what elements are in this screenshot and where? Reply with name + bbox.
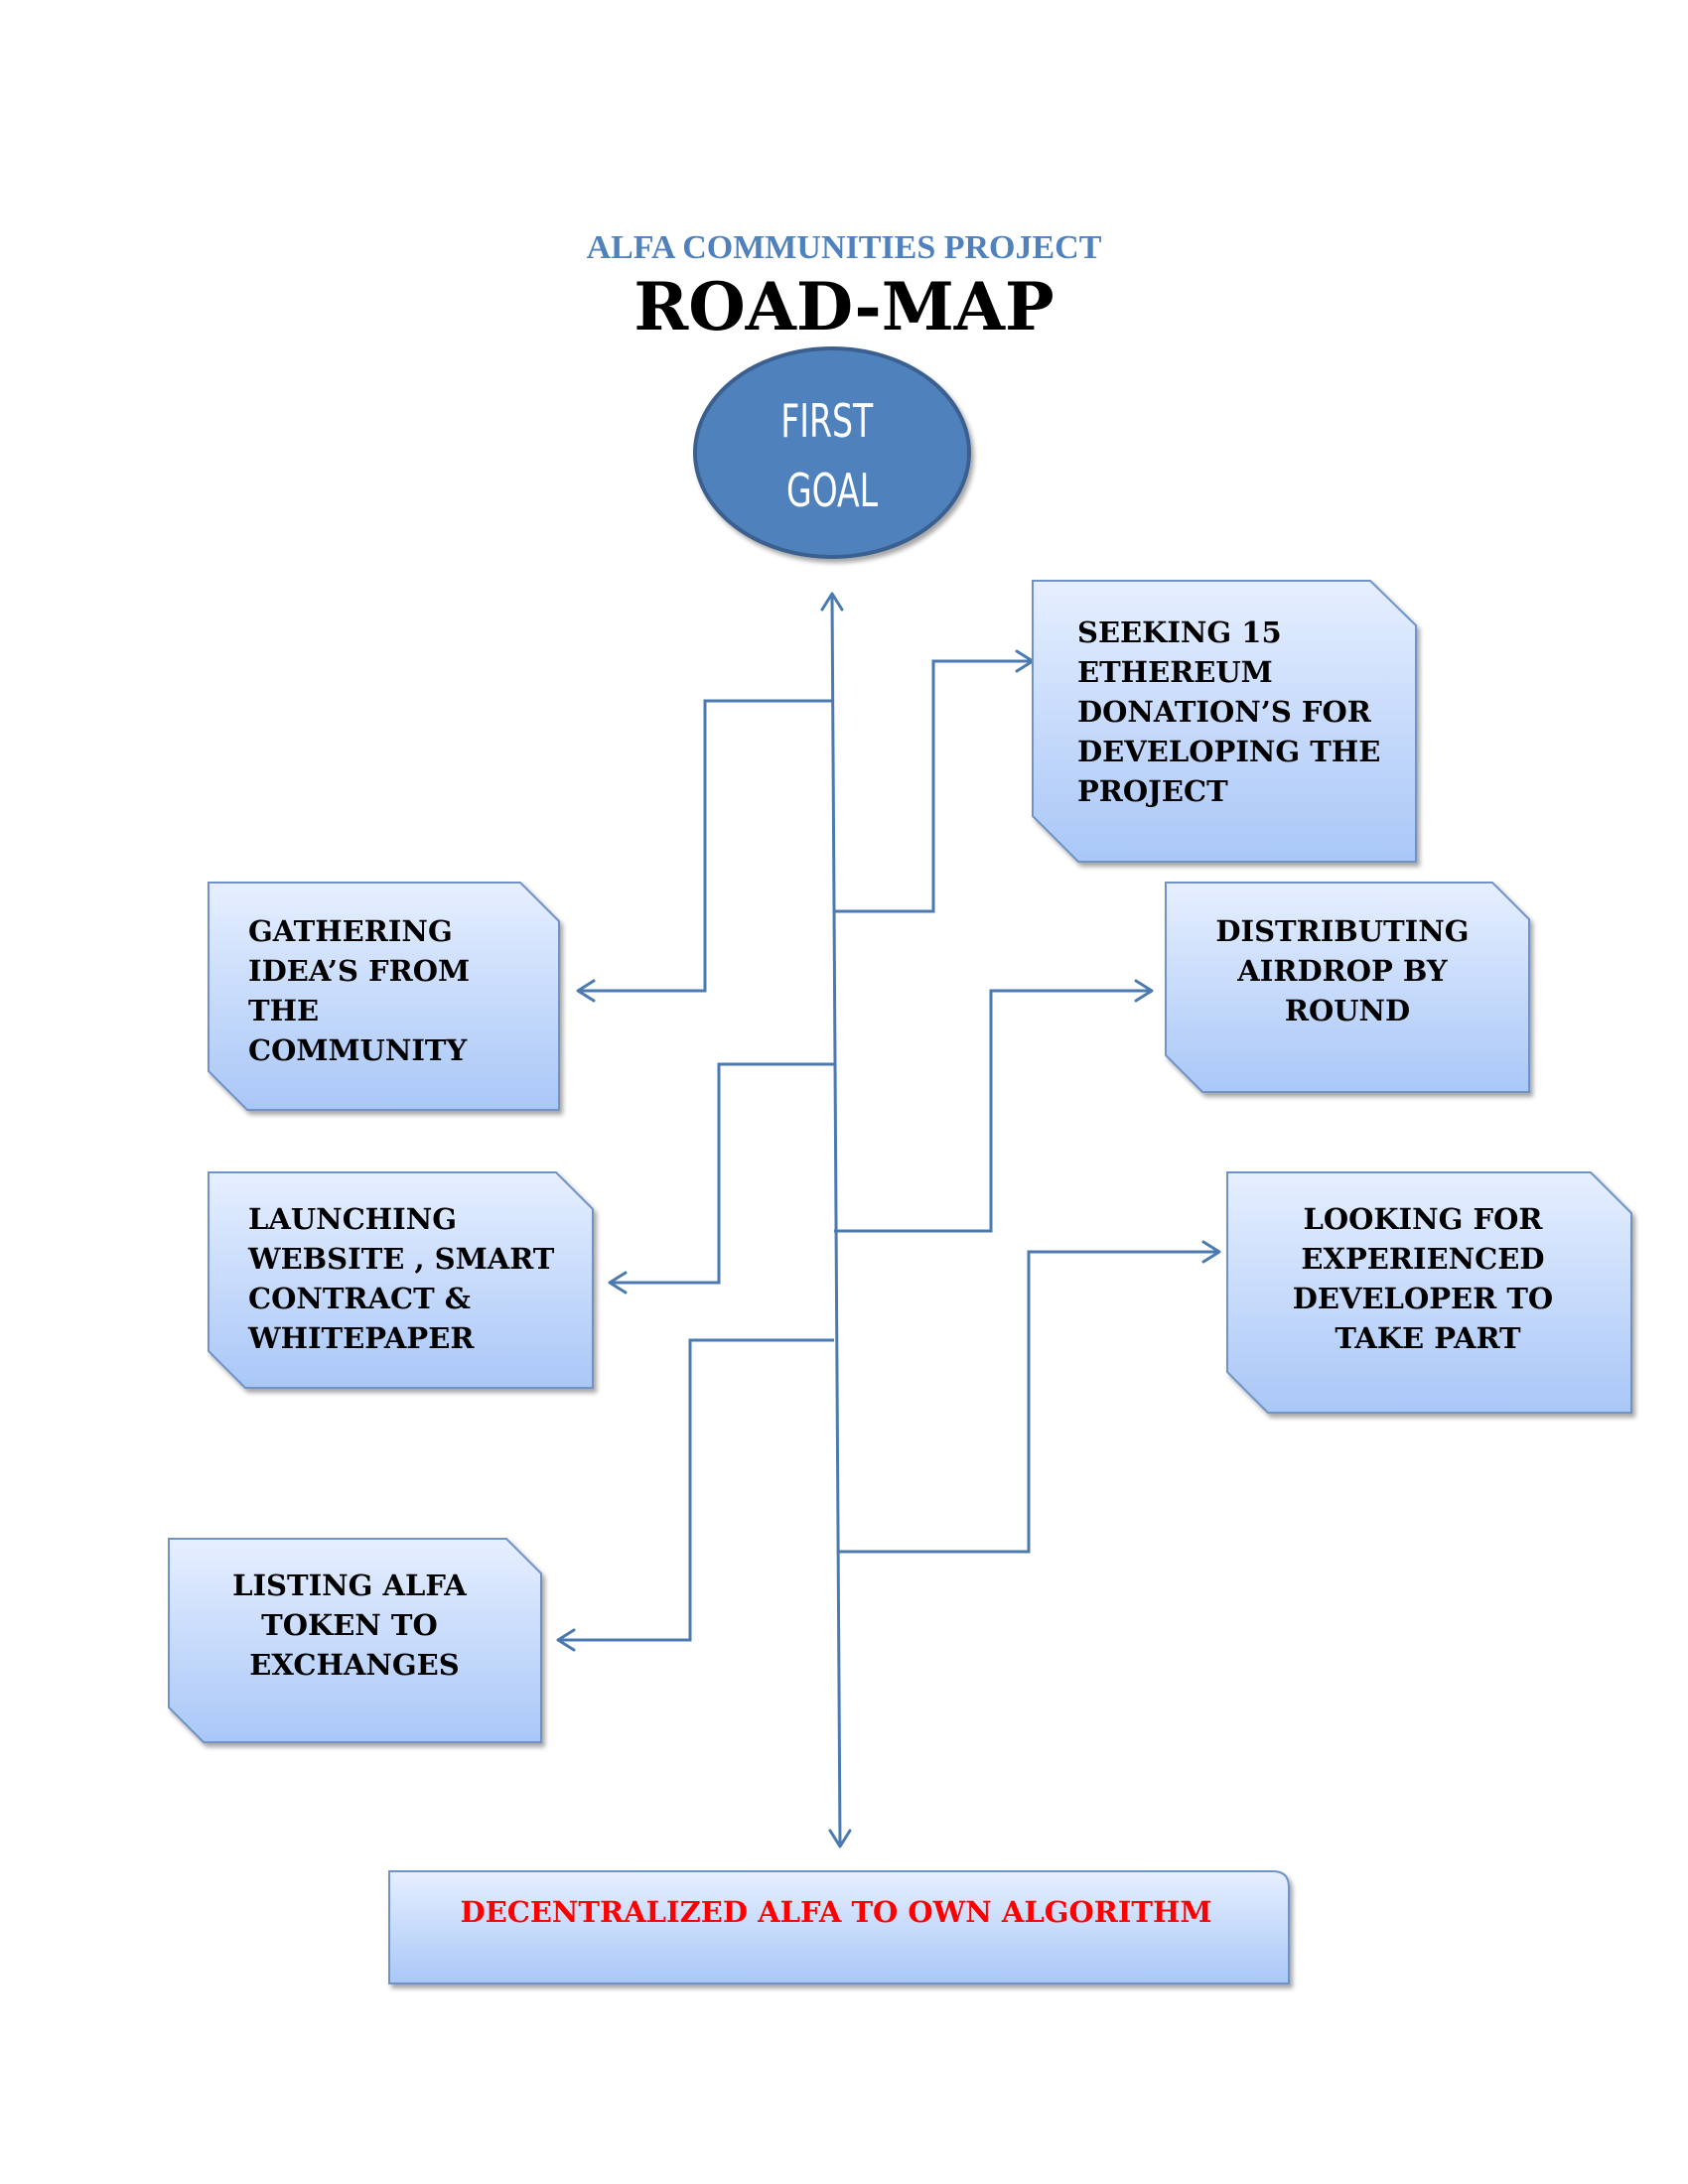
svg-text:LOOKING FOR EXPERIENCED: LOOKING FOR EXPERIENCED DEVELOPER TO TAK… — [1293, 1202, 1564, 1355]
step-looking-developer-line: DEVELOPER TO — [1293, 1282, 1553, 1315]
main-axis — [820, 592, 852, 1848]
step-seeking-donations-line: DONATION’S FOR — [1077, 695, 1372, 729]
final-node-text: DECENTRALIZED ALFA TO OWN ALGORITHM — [460, 1895, 1211, 1929]
step-gathering-ideas-line: COMMUNITY — [248, 1033, 467, 1067]
svg-text:LAUNCHING WEBSITE , SMAR: LAUNCHING WEBSITE , SMART CONTRACT & WHI… — [247, 1202, 565, 1355]
step-gathering-ideas: GATHERING IDEA’S FROM THE COMMUNITY — [208, 882, 560, 1111]
step-looking-developer-line: LOOKING FOR — [1303, 1202, 1543, 1236]
first-goal-node: FIRST GOAL — [693, 346, 971, 559]
step-distributing-airdrop-line: AIRDROP BY — [1236, 954, 1448, 988]
first-goal-line-1: FIRST — [780, 394, 874, 448]
step-launching-website: LAUNCHING WEBSITE , SMART CONTRACT & WHI… — [208, 1171, 594, 1389]
connector-listing-token — [558, 1338, 834, 1642]
step-listing-token: LISTING ALFA TOKEN TO EXCHANGES — [168, 1538, 542, 1743]
svg-text:GATHERING IDEA’S FROM: GATHERING IDEA’S FROM THE COMMUNITY — [248, 914, 480, 1067]
step-looking-developer-line: EXPERIENCED — [1301, 1242, 1544, 1276]
step-distributing-airdrop-line: DISTRIBUTING — [1215, 914, 1469, 948]
step-seeking-donations: SEEKING 15 ETHEREUM DONATION’S FOR DEVEL… — [1032, 580, 1417, 863]
arrow-down-to-final — [828, 1829, 852, 1848]
step-gathering-ideas-line: THE — [248, 994, 319, 1027]
connector-seeking-donations — [834, 659, 1033, 913]
svg-text:FIRST GOAL: FIRST GOAL — [780, 394, 884, 517]
subtitle: ALFA COMMUNITIES PROJECT — [587, 229, 1102, 266]
step-launching-website-line: CONTRACT & — [248, 1282, 471, 1315]
connector-distributing-airdrop — [834, 989, 1152, 1233]
step-seeking-donations-line: PROJECT — [1077, 774, 1228, 808]
step-seeking-donations-line: DEVELOPING THE — [1077, 735, 1380, 768]
connector-gathering-ideas — [578, 699, 834, 993]
step-seeking-donations-line: SEEKING 15 — [1077, 615, 1282, 649]
step-gathering-ideas-line: GATHERING — [248, 914, 453, 948]
step-distributing-airdrop-line: ROUND — [1285, 994, 1410, 1027]
connectors — [556, 649, 1221, 1652]
step-listing-token-line: EXCHANGES — [249, 1648, 459, 1682]
step-listing-token-line: TOKEN TO — [261, 1608, 438, 1642]
step-launching-website-line: WHITEPAPER — [247, 1321, 475, 1355]
connector-launching-website — [610, 1062, 834, 1285]
step-launching-website-line: LAUNCHING — [248, 1202, 457, 1236]
first-goal-line-2: GOAL — [786, 464, 878, 517]
svg-text:SEEKING 15 ETHEREUM: SEEKING 15 ETHEREUM DONATION’S FOR DEVEL… — [1077, 615, 1390, 808]
step-looking-developer-line: TAKE PART — [1335, 1321, 1521, 1355]
step-looking-developer: LOOKING FOR EXPERIENCED DEVELOPER TO TAK… — [1226, 1171, 1632, 1414]
arrow-up-to-goal — [820, 592, 844, 612]
step-launching-website-line: WEBSITE , SMART — [247, 1242, 555, 1276]
step-gathering-ideas-line: IDEA’S FROM — [248, 954, 470, 988]
step-distributing-airdrop: DISTRIBUTING AIRDROP BY ROUND — [1165, 882, 1530, 1093]
page-title: ROAD-MAP — [633, 268, 1054, 345]
step-listing-token-line: LISTING ALFA — [232, 1569, 467, 1602]
svg-text:DISTRIBUTING AIRDROP BY: DISTRIBUTING AIRDROP BY ROUND — [1215, 914, 1478, 1027]
svg-text:LISTING ALFA TOKEN TO: LISTING ALFA TOKEN TO EXCHANGES — [232, 1569, 477, 1682]
connector-looking-developer — [839, 1250, 1219, 1554]
step-seeking-donations-line: ETHEREUM — [1077, 655, 1273, 689]
final-node: DECENTRALIZED ALFA TO OWN ALGORITHM — [388, 1870, 1290, 1984]
